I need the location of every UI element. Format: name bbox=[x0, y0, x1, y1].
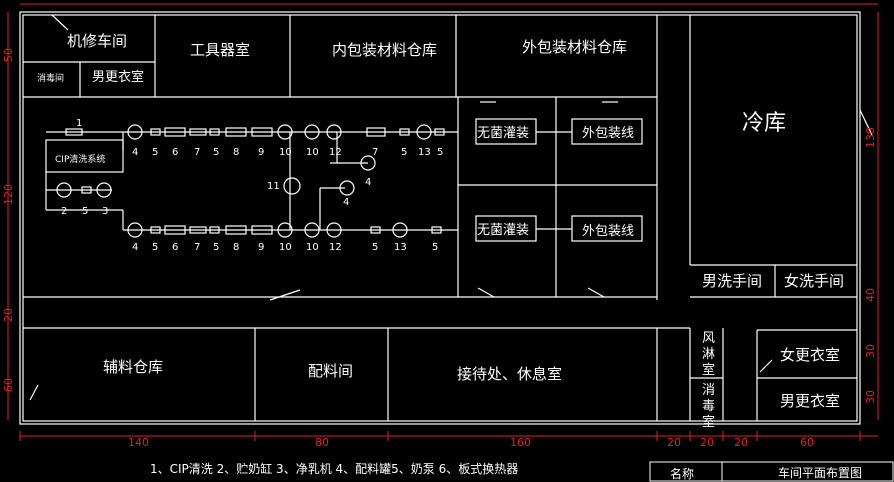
dimension-label: 20 bbox=[667, 436, 681, 449]
dimension-label: 120 bbox=[2, 184, 15, 205]
equipment-number: 4 bbox=[132, 147, 138, 158]
dimension-label: 130 bbox=[864, 127, 877, 148]
disinfect-room-char-2: 毒 bbox=[702, 399, 715, 414]
walls bbox=[19, 11, 873, 425]
room-female-wash-label: 女洗手间 bbox=[784, 272, 844, 290]
disinfect-room-char-3: 室 bbox=[702, 414, 715, 430]
equipment-number: 7 bbox=[372, 147, 378, 158]
disinfect-room-char-1: 消 bbox=[702, 383, 715, 398]
equipment-number: 10 bbox=[279, 242, 292, 253]
air-shower-char-3: 室 bbox=[702, 362, 715, 378]
equipment-number: 5 bbox=[213, 147, 219, 158]
room-cold-storage-label: 冷库 bbox=[742, 111, 786, 136]
equipment-number: 7 bbox=[194, 147, 200, 158]
equipment-number: 5 bbox=[152, 147, 158, 158]
equipment-number: 8 bbox=[233, 147, 239, 158]
equipment-number: 13 bbox=[418, 147, 431, 158]
equipment-number: 9 bbox=[258, 147, 264, 158]
dimension-label: 160 bbox=[510, 436, 531, 449]
equipment-number: 5 bbox=[401, 147, 407, 158]
dimension-label: 20 bbox=[700, 436, 714, 449]
dimension-label: 20 bbox=[734, 436, 748, 449]
room-batching-label: 配料间 bbox=[308, 362, 353, 380]
equipment-number: 8 bbox=[233, 242, 239, 253]
room-inner-pack-store-label: 内包装材料仓库 bbox=[332, 41, 437, 59]
equipment-number: 10 bbox=[306, 147, 319, 158]
equipment-number: 2 bbox=[61, 206, 67, 217]
equipment-number: 12 bbox=[329, 147, 342, 158]
room-female-changing-label: 女更衣室 bbox=[780, 346, 840, 364]
room-tools-label: 工具器室 bbox=[190, 41, 250, 59]
outer-pack-line-2-label: 外包装线 bbox=[582, 224, 634, 239]
dimension-lines bbox=[7, 3, 879, 441]
dimension-label: 30 bbox=[864, 344, 877, 358]
equipment-number: 4 bbox=[343, 197, 349, 208]
equipment-number: 3 bbox=[102, 206, 108, 217]
equipment-number: 4 bbox=[365, 177, 371, 188]
dimension-label: 60 bbox=[800, 436, 814, 449]
room-outer-pack-store-label: 外包装材料仓库 bbox=[522, 38, 627, 56]
equipment-symbols bbox=[56, 118, 643, 242]
equipment-number: 9 bbox=[258, 242, 264, 253]
cip-system-label: CIP清洗系统 bbox=[55, 153, 105, 165]
equipment-number: 12 bbox=[329, 242, 342, 253]
equipment-number: 10 bbox=[306, 242, 319, 253]
dimension-label: 140 bbox=[128, 436, 149, 449]
room-aux-store-label: 辅料仓库 bbox=[103, 358, 163, 376]
dimension-label: 80 bbox=[315, 436, 329, 449]
dimension-label: 30 bbox=[864, 390, 877, 404]
title-block bbox=[649, 461, 894, 482]
equipment-number: 11 bbox=[267, 181, 280, 192]
room-male-changing-label: 男更衣室 bbox=[780, 392, 840, 410]
equipment-number: 7 bbox=[194, 242, 200, 253]
equipment-number: 5 bbox=[213, 242, 219, 253]
equipment-number: 1 bbox=[76, 118, 82, 129]
equipment-number: 5 bbox=[437, 147, 443, 158]
air-shower-char-2: 淋 bbox=[702, 347, 715, 362]
equipment-number: 10 bbox=[279, 147, 292, 158]
title-block-name-label: 名称 bbox=[670, 466, 694, 481]
dimension-label: 60 bbox=[2, 378, 15, 392]
outer-pack-line-1-label: 外包装线 bbox=[582, 126, 634, 141]
room-male-wash-label: 男洗手间 bbox=[702, 272, 762, 290]
equipment-number: 5 bbox=[82, 206, 88, 217]
room-male-changing-small-label: 男更衣室 bbox=[92, 69, 144, 85]
dimension-label: 20 bbox=[2, 308, 15, 322]
room-repair-label: 机修车间 bbox=[67, 32, 127, 50]
aseptic-fill-1-label: 无菌灌装 bbox=[477, 126, 529, 141]
equipment-number: 4 bbox=[132, 242, 138, 253]
equipment-legend: 1、CIP清洗 2、贮奶缸 3、净乳机 4、配料罐5、奶泵 6、板式换热器 bbox=[150, 461, 518, 476]
equipment-number: 13 bbox=[394, 242, 407, 253]
equipment-number: 5 bbox=[152, 242, 158, 253]
room-reception-label: 接待处、休息室 bbox=[457, 365, 562, 383]
equipment-number: 5 bbox=[372, 242, 378, 253]
title-block-title: 车间平面布置图 bbox=[778, 465, 862, 480]
equipment-number: 6 bbox=[172, 242, 178, 253]
equipment-number: 6 bbox=[172, 147, 178, 158]
aseptic-fill-2-label: 无菌灌装 bbox=[477, 223, 529, 238]
dimension-label: 50 bbox=[2, 48, 15, 62]
equipment-number: 5 bbox=[432, 242, 438, 253]
air-shower-char-1: 风 bbox=[702, 331, 715, 346]
dimension-label: 40 bbox=[864, 288, 877, 302]
room-disinfect-small-label: 消毒间 bbox=[37, 72, 64, 84]
